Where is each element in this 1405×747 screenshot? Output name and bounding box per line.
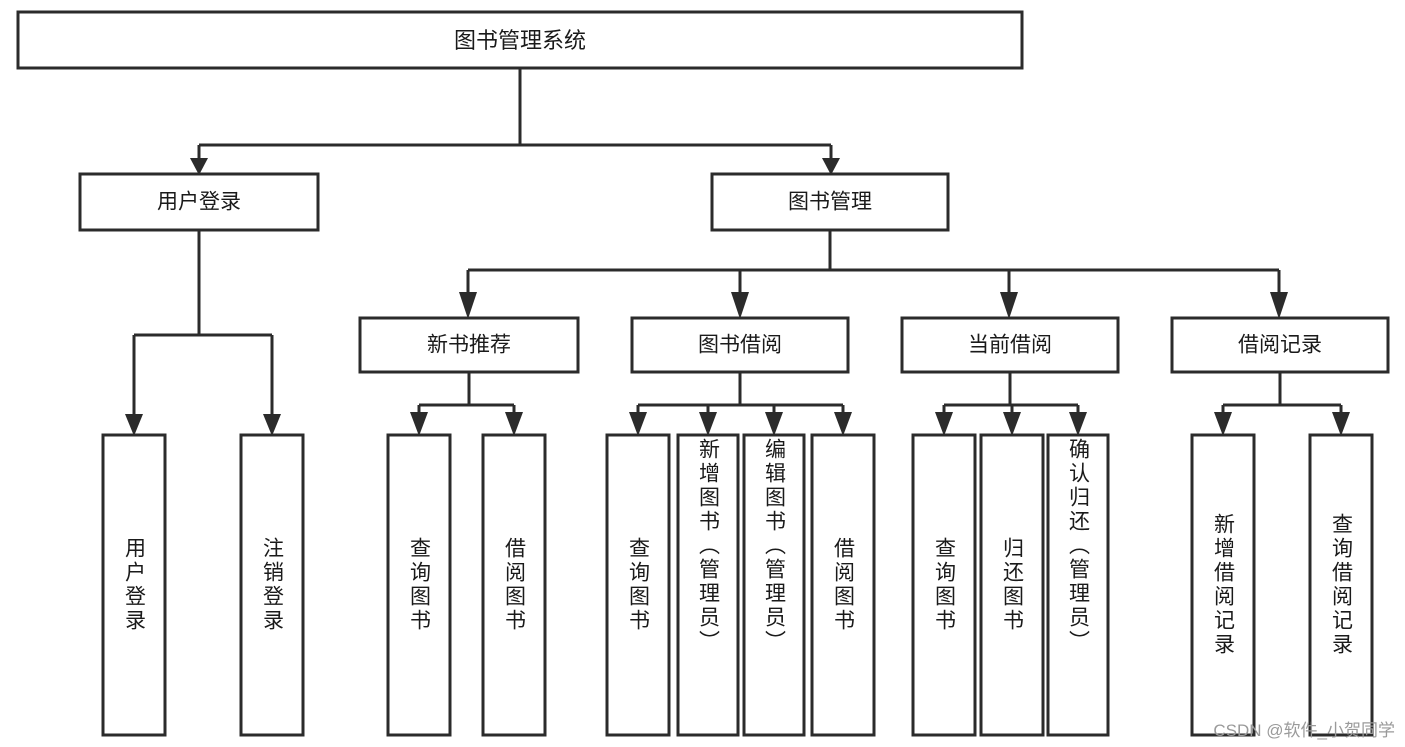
node-book-manage-label: 图书管理 [788,191,872,214]
node-leaf-query-book-1-box[interactable] [386,433,452,737]
node-borrow-record[interactable]: 借阅记录 [1170,316,1390,374]
node-leaf-add-record-box[interactable] [1190,433,1256,737]
node-borrow-record-label: 借阅记录 [1238,334,1322,357]
node-user-login-label: 用户登录 [157,191,241,214]
node-root-box [16,10,1024,70]
connectors-user-login-to-leaves [125,230,281,436]
node-leaf-query-book-3-box[interactable] [911,433,977,737]
node-root-label: 图书管理系统 [454,28,586,53]
connectors-book-borrow-to-leaves [629,372,852,436]
arrow-book-borrow [731,292,749,319]
arrow-to-user-login [190,158,208,175]
arrow-leaf-borrow-book-2 [834,412,852,436]
node-current-borrow-box [900,316,1120,374]
node-book-borrow[interactable]: 图书借阅 [630,316,850,374]
arrow-leaf-query-book-1 [410,412,428,436]
node-book-manage-box [710,172,950,232]
node-user-login-box [78,172,320,232]
arrow-borrow-record [1270,292,1288,319]
node-new-book-recommend-label: 新书推荐 [427,334,511,357]
node-leaf-borrow-book-2-box[interactable] [810,433,876,737]
arrow-leaf-query-book-2 [629,412,647,436]
arrow-leaf-add-book [699,412,717,436]
node-current-borrow[interactable]: 当前借阅 [900,316,1120,374]
node-leaf-borrow-book-1-box[interactable] [481,433,547,737]
node-leaf-logout-box[interactable] [239,433,305,737]
node-user-login[interactable]: 用户登录 [78,172,320,232]
node-leaf-query-book-2-box[interactable] [605,433,671,737]
node-leaf-query-record-box[interactable] [1308,433,1374,737]
watermark-text: CSDN @软件_小贺同学 [1213,721,1395,740]
node-current-borrow-label: 当前借阅 [968,334,1052,357]
connectors-book-manage-to-level3 [459,230,1288,319]
arrow-leaf-query-book-3 [935,412,953,436]
node-borrow-record-box [1170,316,1390,374]
node-book-borrow-label: 图书借阅 [698,334,782,357]
node-leaf-edit-book-box[interactable] [742,433,806,737]
leaf-boxes [101,433,1374,737]
arrow-leaf-edit-book [765,412,783,436]
node-new-book-recommend[interactable]: 新书推荐 [358,316,580,374]
arrow-leaf-logout [263,414,281,436]
arrow-new-book-recommend [459,292,477,319]
arrow-leaf-add-record [1214,412,1232,436]
connectors-new-book-recommend-to-leaves [410,372,523,436]
node-book-manage[interactable]: 图书管理 [710,172,950,232]
connectors-current-borrow-to-leaves [935,372,1087,436]
node-new-book-recommend-box [358,316,580,374]
arrow-leaf-user-login [125,414,143,436]
arrow-leaf-confirm-return [1069,412,1087,436]
node-leaf-return-book-box[interactable] [979,433,1045,737]
node-book-borrow-box [630,316,850,374]
node-root[interactable]: 图书管理系统 [16,10,1024,70]
connectors-borrow-record-to-leaves [1214,372,1350,436]
arrow-leaf-return-book [1003,412,1021,436]
node-leaf-user-login-box[interactable] [101,433,167,737]
arrow-leaf-query-record [1332,412,1350,436]
node-leaf-confirm-return-box[interactable] [1046,433,1110,737]
arrow-leaf-borrow-book-1 [505,412,523,436]
arrow-current-borrow [1000,292,1018,319]
node-leaf-add-book-box[interactable] [676,433,740,737]
arrow-to-book-manage [822,158,840,175]
connectors-root-to-level2 [190,68,840,175]
